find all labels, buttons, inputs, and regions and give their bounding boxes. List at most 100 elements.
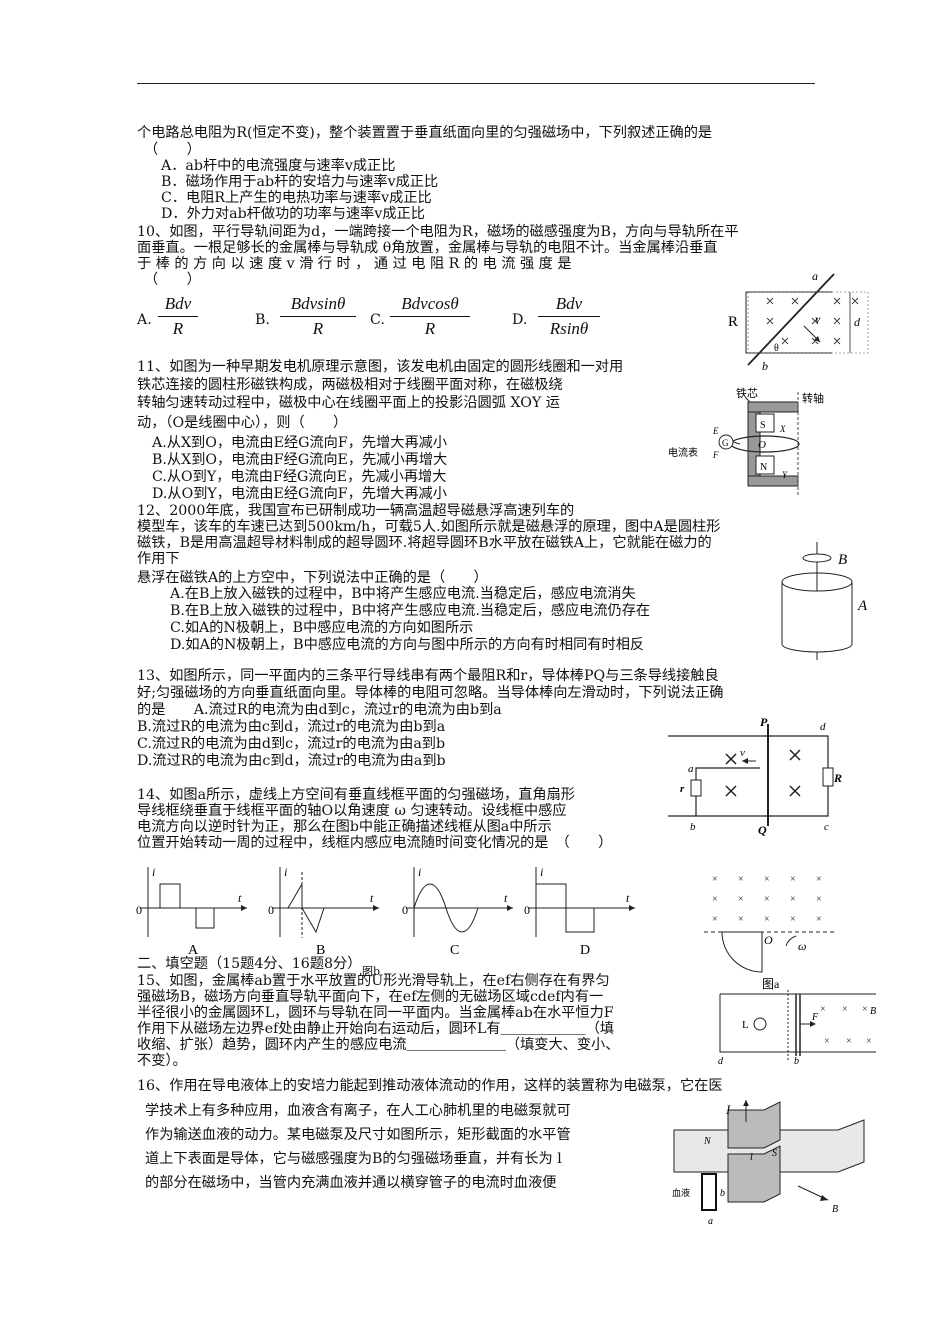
q12-maglev-figure: B A <box>781 542 868 660</box>
q12-fig-A: A <box>857 598 868 614</box>
q13-option-c: C.流过R的电流为由d到c，流过r的电流为由a到b <box>137 736 446 752</box>
q12-line3: 磁铁，B是用高温超导材料制成的超导圆环.将超导圆环B水平放在磁铁A上，它就能在磁… <box>137 535 712 551</box>
svg-text:×: × <box>764 874 770 885</box>
svg-text:×: × <box>816 874 822 885</box>
q11-line4: 动，（O是线圈中心），则（ ） <box>137 415 348 431</box>
q16-fig-a: a <box>708 1216 713 1227</box>
svg-text:×: × <box>712 894 718 905</box>
q13-line3: 的是 A.流过R的电流为由d到c，流过r的电流为由b到a <box>137 702 502 718</box>
q16-fig-b: b <box>720 1188 725 1199</box>
svg-text:×: × <box>816 894 822 905</box>
q16-line2: 学技术上有多种应用，血液含有离子，在人工心肺机里的电磁泵就可 <box>145 1103 571 1119</box>
q16-fig-S: S <box>772 1148 777 1159</box>
svg-text:×: × <box>712 914 718 925</box>
svg-text:×: × <box>842 1004 848 1015</box>
svg-text:×: × <box>816 914 822 925</box>
q14-graph-c-t: t <box>504 891 508 905</box>
q14-graph-a: i t 0 A <box>136 865 247 958</box>
q11-fig-X: X <box>779 424 786 434</box>
q11-fig-E: E <box>712 426 719 436</box>
q11-line2: 铁芯连接的圆柱形磁铁构成，两磁极相对于线圈平面对称，在磁极绕 <box>137 377 563 393</box>
svg-text:×: × <box>790 894 796 905</box>
q13-fig-r: r <box>680 783 685 795</box>
q13-fig-R: R <box>833 771 842 785</box>
svg-text:×: × <box>764 894 770 905</box>
q12-fig-B: B <box>838 552 847 568</box>
q9-option-b: B．磁场作用于ab杆的安培力与速率v成正比 <box>161 174 439 190</box>
q14-graph-c-i: i <box>418 865 421 879</box>
q10-rail-figure: R a b d v θ <box>728 269 869 372</box>
q14-line2: 导线框绕垂直于线框平面的轴O以角速度 ω 匀速转动。设线框中感应 <box>137 803 567 819</box>
q14-graph-b-i: i <box>284 865 287 879</box>
q14-graph-b: i t 0 B <box>268 865 379 958</box>
q14-graph-d: i t 0 D <box>524 865 635 958</box>
q14-graph-b-t: t <box>370 891 374 905</box>
q12-line4: 作用下 <box>137 551 180 567</box>
q10-paren: （ ） <box>144 272 201 288</box>
q12-line5: 悬浮在磁铁A的上方空中，下列说法中正确的是（ ） <box>137 570 488 586</box>
q15-line3: 半径很小的金属圆环L，圆环与导轨在同一平面内。当金属棒ab在水平恒力F <box>137 1005 614 1021</box>
q11-generator-figure: 铁芯 转轴 电流表 S N X Y O E F G <box>668 386 824 496</box>
q13-fig-b: b <box>690 821 696 833</box>
q12-option-d: D.如A的N极朝上，B中感应电流的方向与图中所示的方向有时相同有时相反 <box>170 637 645 653</box>
q11-fig-Y: Y <box>782 470 788 480</box>
q11-fig-O: O <box>758 439 766 451</box>
q11-fig-core: 铁芯 <box>736 386 758 400</box>
q10-fig-v: v <box>815 312 821 326</box>
q12-option-c: C.如A的N极朝上，B中感应电流的方向如图所示 <box>170 620 474 636</box>
q11-fig-axis: 转轴 <box>802 391 824 405</box>
q16-fig-N: N <box>703 1136 712 1147</box>
q10-fig-b: b <box>762 359 768 372</box>
q14-graph-c: i t 0 C <box>402 865 513 958</box>
q13-fig-a: a <box>688 763 694 775</box>
q14-graph-b-label: B <box>316 943 325 958</box>
svg-text:×: × <box>790 914 796 925</box>
svg-text:×: × <box>738 914 744 925</box>
q15-line5: 收缩、扩张）趋势，圆环内产生的感应电流＿＿＿＿＿＿＿（填变大、变小、 <box>137 1037 620 1053</box>
q14-fig-a-omega: ω <box>798 939 806 953</box>
q9-stem: 个电路总电阻为R(恒定不变)，整个装置置于垂直纸面向里的匀强磁场中，下列叙述正确… <box>137 125 713 141</box>
q14-graph-d-label: D <box>580 943 590 958</box>
q14-figure-b-caption: 图b <box>362 965 381 978</box>
q14-line3: 电流方向以逆时针为正，那么在图b中能正确描述线框从图a中所示 <box>137 819 552 835</box>
q16-line3: 作为输送血液的动力。某电磁泵及尺寸如图所示，矩形截面的水平管 <box>145 1127 571 1143</box>
q9-paren: （ ） <box>144 142 201 158</box>
svg-text:×: × <box>712 874 718 885</box>
q15-fig-F: F <box>811 1012 819 1023</box>
q14-line1: 14、如图a所示，虚线上方空间有垂直线框平面的匀强磁场，直角扇形 <box>137 787 575 803</box>
q11-fig-F: F <box>712 450 719 460</box>
q14-graph-d-i: i <box>540 865 543 879</box>
q12-option-b: B.在B上放入磁铁的过程中，B中将产生感应电流.当稳定后，感应电流仍存在 <box>170 603 651 619</box>
q15-fig-b: b <box>794 1056 799 1066</box>
q14-figure-a: ××××× ××××× ××××× O ω 图a <box>704 874 836 991</box>
q9-option-d: D．外力对ab杆做功的功率与速率v成正比 <box>161 206 425 222</box>
q13-fig-c: c <box>824 821 829 833</box>
section-2-heading: 二、填空题（15题4分、16题8分） <box>137 956 362 972</box>
q12-option-a: A.在B上放入磁铁的过程中，B中将产生感应电流.当稳定后，感应电流消失 <box>170 586 636 602</box>
q11-option-d: D.从O到Y，电流由E经G流向F，先增大再减小 <box>152 486 447 502</box>
q10-option-d-label: D. <box>512 312 528 328</box>
q13-fig-P: P <box>760 716 768 729</box>
svg-text:×: × <box>820 1004 826 1015</box>
q10-fig-theta: θ <box>774 343 779 354</box>
q13-line1: 13、如图所示，同一平面内的三条平行导线串有两个最阻R和r，导体棒PQ与三条导线… <box>137 668 719 684</box>
q10-fig-a: a <box>812 269 818 283</box>
q14-graph-a-t: t <box>238 891 242 905</box>
q15-fig-B: B <box>870 1006 876 1017</box>
q15-line1: 15、如图，金属棒ab置于水平放置的U形光滑导轨上，在ef右侧存在有界匀 <box>137 973 610 989</box>
q16-line4: 道上下表面是导体，它与磁感强度为B的匀强磁场垂直，并有长为 l <box>145 1151 562 1167</box>
q11-line1: 11、如图为一种早期发电机原理示意图，该发电机由固定的圆形线圈和一对用 <box>137 359 624 375</box>
q11-fig-N: N <box>760 462 767 473</box>
q10-line3: 于 棒 的 方 向 以 速 度 v 滑 行 时 ， 通 过 电 阻 R 的 电 … <box>137 256 572 272</box>
q14-fig-a-O: O <box>764 933 773 947</box>
q11-option-b: B.从X到O，电流由F经G流向E，先减小再增大 <box>152 452 448 468</box>
q14-fig-a-caption: 图a <box>762 977 780 991</box>
q13-option-d: D.流过R的电流为由c到d，流过r的电流为由a到b <box>137 753 446 769</box>
q13-fig-d: d <box>820 721 826 733</box>
q10-option-b-label: B. <box>255 312 270 328</box>
q9-option-c: C．电阻R上产生的电热功率与速率v成正比 <box>161 190 432 206</box>
q14-graph-c-origin: 0 <box>402 903 408 917</box>
svg-text:×: × <box>790 874 796 885</box>
q16-pump-figure: I N S B 血液 a b l <box>672 1100 865 1227</box>
